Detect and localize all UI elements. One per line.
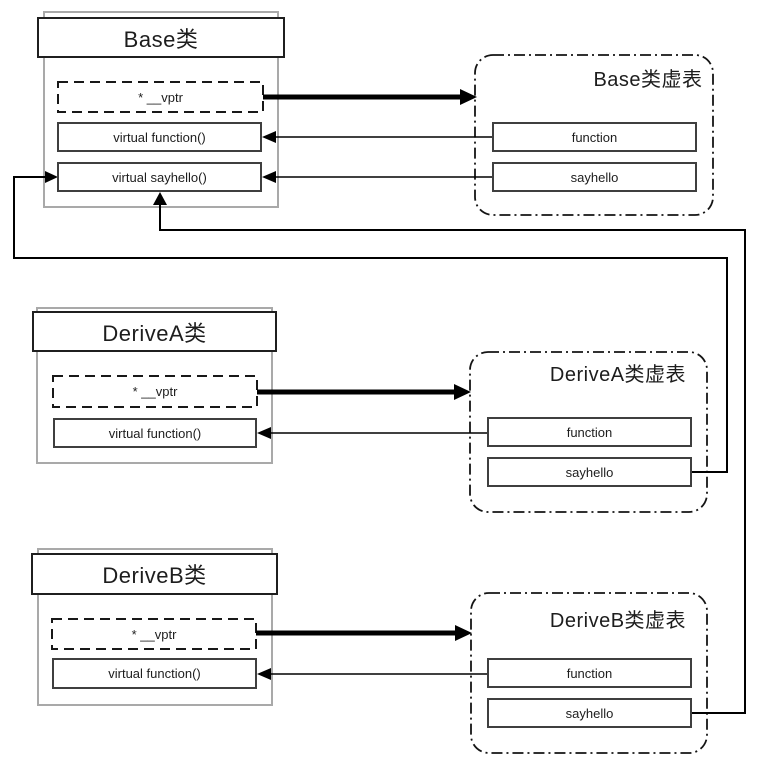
arrowhead-left-icon bbox=[257, 668, 271, 680]
derivea-vptr-arrow bbox=[257, 384, 471, 400]
base-vtable-function-arrow bbox=[262, 131, 492, 143]
deriveb-virtual-function-box: virtual function() bbox=[52, 658, 257, 689]
derivea-vtable-sayhello-entry: sayhello bbox=[487, 457, 692, 487]
base-vtable-function-entry: function bbox=[492, 122, 697, 152]
deriveb-vtable-title: DeriveB类虚表 bbox=[549, 609, 687, 632]
base-vptr-arrow bbox=[263, 89, 477, 105]
deriveb-sayhello-to-base-arrow bbox=[153, 192, 746, 714]
derivea-vptr-box bbox=[52, 375, 258, 408]
base-virtual-sayhello-box: virtual sayhello() bbox=[57, 162, 262, 192]
base-vtable-sayhello-entry: sayhello bbox=[492, 162, 697, 192]
arrowhead-up-icon bbox=[153, 192, 167, 205]
deriveb-vtable-sayhello-entry: sayhello bbox=[487, 698, 692, 728]
arrowhead-right-icon bbox=[454, 384, 471, 400]
base-vtable-outline bbox=[474, 54, 714, 216]
arrowhead-left-icon bbox=[262, 131, 276, 143]
base-class-title: Base类 bbox=[37, 17, 285, 58]
base-vtable-title: Base类虚表 bbox=[593, 68, 703, 91]
arrowhead-right-icon bbox=[460, 89, 477, 105]
derivea-sayhello-route-line bbox=[13, 176, 728, 473]
derivea-vtable-outline bbox=[469, 351, 708, 513]
base-vptr-label: * __vptr bbox=[138, 89, 183, 105]
derivea-class-title: DeriveA类 bbox=[32, 311, 277, 352]
arrowhead-left-icon bbox=[262, 171, 276, 183]
deriveb-vtable-outline bbox=[470, 592, 708, 754]
derivea-vptr-label: * __vptr bbox=[132, 384, 178, 399]
deriveb-sayhello-route-line bbox=[159, 205, 746, 714]
deriveb-class-title: DeriveB类 bbox=[31, 553, 278, 595]
deriveb-vptr-box bbox=[51, 618, 257, 650]
derivea-vtable-function-arrow bbox=[257, 427, 487, 439]
derivea-sayhello-to-base-arrow bbox=[13, 171, 728, 473]
base-virtual-function-box: virtual function() bbox=[57, 122, 262, 152]
derivea-vtable-function-entry: function bbox=[487, 417, 692, 447]
deriveb-vptr-label: * __vptr bbox=[131, 626, 177, 642]
deriveb-vtable-function-arrow bbox=[257, 668, 487, 680]
deriveb-vptr-arrow bbox=[256, 625, 472, 641]
base-vtable-sayhello-arrow bbox=[262, 171, 492, 183]
arrowhead-right-icon bbox=[455, 625, 472, 641]
arrowhead-left-icon bbox=[257, 427, 271, 439]
derivea-virtual-function-box: virtual function() bbox=[53, 418, 257, 448]
derivea-vtable-title: DeriveA类虚表 bbox=[549, 363, 687, 386]
arrowhead-right-icon bbox=[45, 171, 58, 183]
deriveb-vtable-function-entry: function bbox=[487, 658, 692, 688]
base-vptr-box bbox=[57, 81, 264, 113]
